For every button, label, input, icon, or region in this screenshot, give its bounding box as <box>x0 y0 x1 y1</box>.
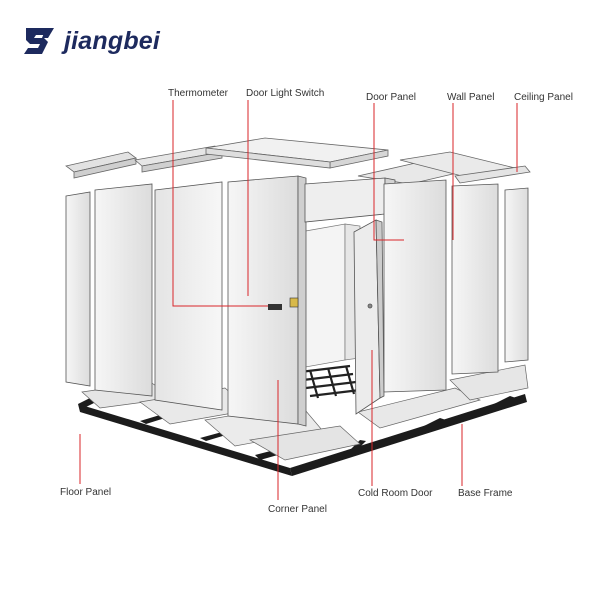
cold-room-door-leaf <box>353 219 385 415</box>
door-light-switch-device <box>289 297 299 308</box>
label-door-light-switch: Door Light Switch <box>246 88 324 99</box>
left-wall-panels <box>65 181 223 411</box>
label-floor-panel: Floor Panel <box>60 487 111 498</box>
label-thermometer: Thermometer <box>168 88 229 99</box>
label-wall-panel: Wall Panel <box>447 92 494 103</box>
label-cold-room-door: Cold Room Door <box>358 488 433 499</box>
leader-lines <box>79 100 518 500</box>
label-base-frame: Base Frame <box>458 488 513 499</box>
jiangbei-logo-icon <box>24 28 54 54</box>
thermometer-device <box>268 304 282 310</box>
label-ceiling-panel: Ceiling Panel <box>514 92 573 103</box>
right-wall-panels <box>383 179 529 393</box>
floor-grating <box>299 364 361 399</box>
label-corner-panel: Corner Panel <box>268 504 327 515</box>
label-door-panel: Door Panel <box>366 92 416 103</box>
ceiling-panels <box>65 137 531 185</box>
brand-name: jiangbei <box>64 26 161 55</box>
brand-logo: jiangbei <box>22 26 160 56</box>
interior-back <box>299 223 361 369</box>
